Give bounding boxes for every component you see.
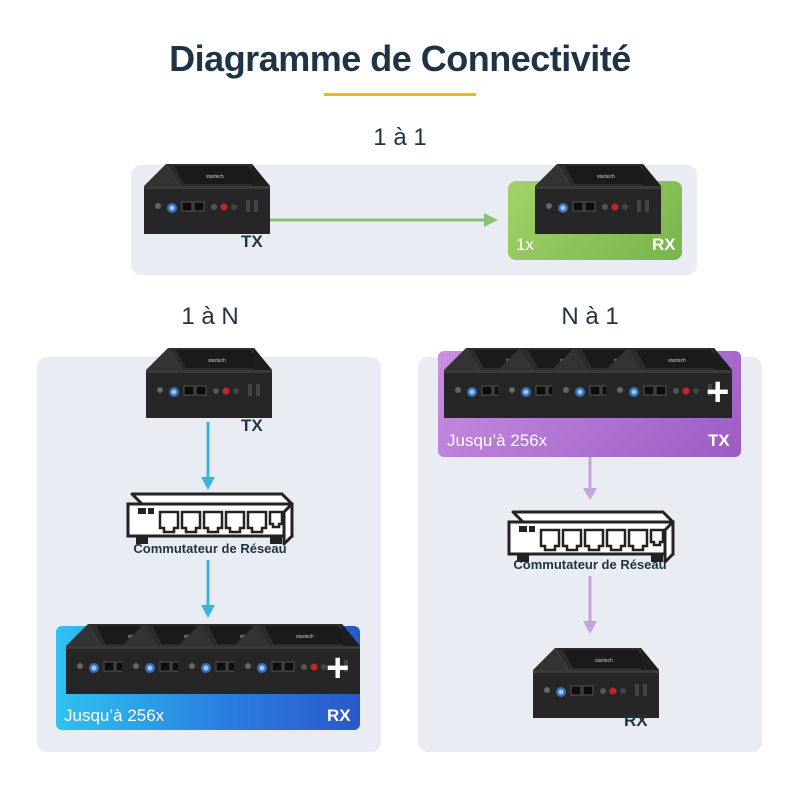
arrow-icon: [583, 576, 597, 634]
extender-device-icon: [535, 156, 665, 236]
rx-label: RX: [652, 235, 676, 254]
section-label-one-to-n: 1 à N: [181, 303, 239, 330]
plus-icon: +: [706, 370, 730, 414]
extender-device-icon: [533, 640, 663, 720]
tx-label: TX: [241, 416, 263, 435]
switch-label: Commutateur de Réseau: [513, 557, 667, 572]
tx-label: TX: [241, 232, 263, 251]
rx-label: RX: [327, 706, 351, 725]
count-label: Jusqu’à 256x: [64, 706, 165, 725]
count-label: 1x: [516, 235, 534, 254]
count-label: Jusqu’à 256x: [447, 431, 548, 450]
extender-device-icon: [144, 156, 274, 236]
section-label-n-to-one: N à 1: [561, 303, 619, 330]
arrow-icon: [201, 560, 215, 618]
page-title: Diagramme de Connectivité: [169, 38, 631, 79]
switch-label: Commutateur de Réseau: [133, 541, 287, 556]
arrow-icon: [583, 457, 597, 500]
arrow-icon: [201, 422, 215, 490]
arrow-icon: [270, 213, 498, 227]
tx-label: TX: [708, 431, 730, 450]
section-label-one-to-one: 1 à 1: [373, 124, 427, 151]
title-underline: [324, 93, 476, 96]
extender-device-icon: [146, 340, 276, 420]
rx-label: RX: [624, 711, 648, 730]
plus-icon: +: [326, 646, 350, 690]
